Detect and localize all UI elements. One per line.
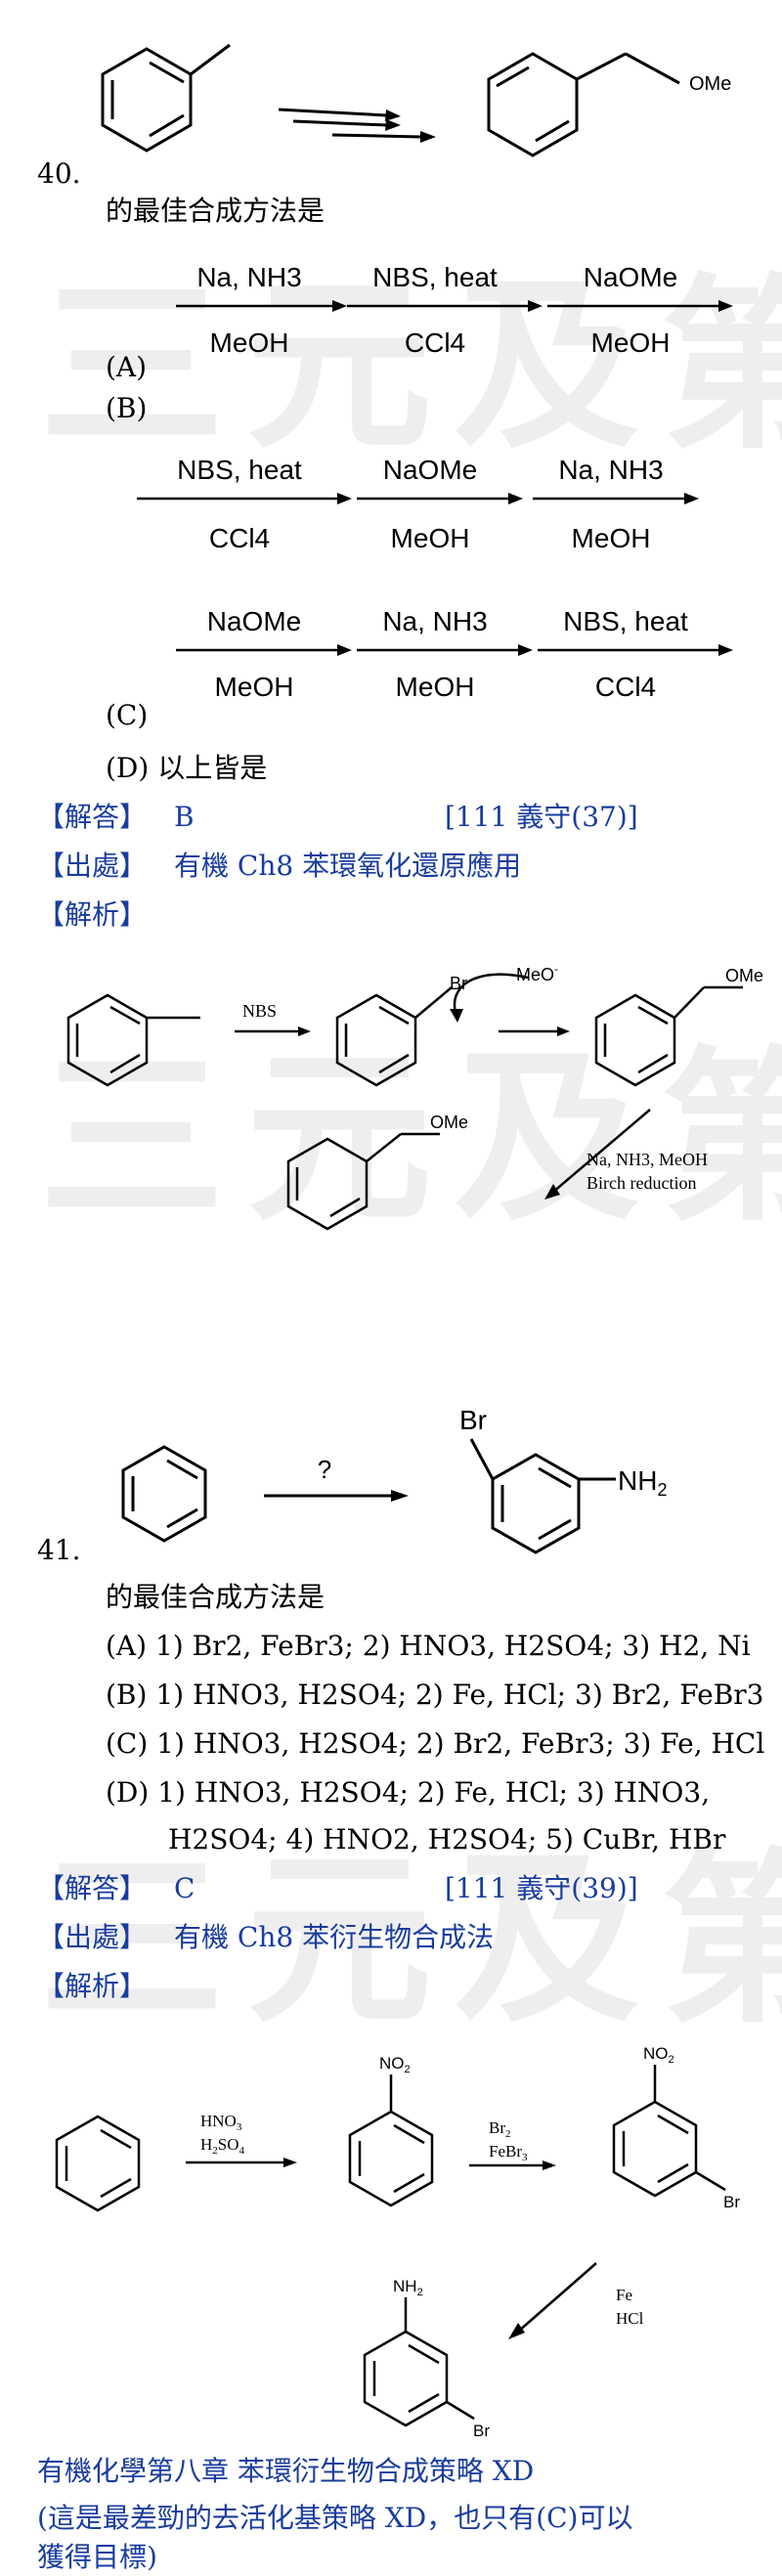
q41-analysis-label: 【解析】 <box>37 1970 148 2002</box>
reagent-c2-above: Na, NH3 <box>382 606 487 636</box>
q40-reaction-header: OMe <box>101 43 731 157</box>
bromoaniline-ring <box>491 1453 581 1554</box>
footer-note-line2: (這是最差勁的去活化基策略 XD，也只有(C)可以 <box>37 2502 633 2534</box>
reagent-a1-below: MeOH <box>210 327 289 358</box>
scheme-febr3: FeBr3 <box>489 2142 528 2163</box>
scheme-br-2: Br <box>473 2422 490 2440</box>
q41-reaction-header: ? Br NH2 <box>121 1405 667 1554</box>
q40-analysis-label: 【解析】 <box>37 898 148 931</box>
q41-stem: 的最佳合成方法是 <box>106 1581 326 1613</box>
reagent-c3-above: NBS, heat <box>563 606 688 636</box>
q40-option-a-label: (A) <box>106 351 148 383</box>
q40-answer-label: 【解答】 <box>37 801 148 833</box>
q41-option-b: (B) 1) HNO3, H2SO4; 2) Fe, HCl; 3) Br2, … <box>106 1679 764 1711</box>
scheme-fe: Fe <box>616 2286 632 2304</box>
scheme-ome-product: OMe <box>430 1113 468 1132</box>
scheme-no2-1: NO2 <box>379 2054 411 2075</box>
toluene-ring <box>101 47 193 153</box>
reagent-a2-below: CCl4 <box>405 327 465 358</box>
q40-option-a-reagents: Na, NH3 MeOH NBS, heat CCl4 NaOMe MeOH <box>176 262 733 358</box>
reagent-b3-below: MeOH <box>572 523 651 553</box>
q41-option-d-cont: H2SO4; 4) HNO2, H2SO4; 5) CuBr, HBr <box>168 1823 726 1856</box>
scheme-ome: OMe <box>725 966 763 985</box>
ome-label: OMe <box>689 73 731 95</box>
q41-option-d: (D) 1) HNO3, H2SO4; 2) Fe, HCl; 3) HNO3, <box>106 1776 711 1809</box>
reagent-a3-above: NaOMe <box>584 262 677 292</box>
q40-option-b-reagents: NBS, heat CCl4 NaOMe MeOH Na, NH3 MeOH <box>137 455 699 553</box>
q40-option-d: (D) 以上皆是 <box>106 752 268 784</box>
scheme-birch-reagents: Na, NH3, MeOH <box>586 1150 708 1169</box>
q40-option-c-label: (C) <box>106 699 149 731</box>
reagent-b2-above: NaOMe <box>383 455 477 485</box>
scheme-br-1: Br <box>723 2193 740 2211</box>
q41-nh2: NH2 <box>618 1465 667 1500</box>
q40-stem: 的最佳合成方法是 <box>106 195 326 227</box>
scheme-hcl: HCl <box>616 2309 644 2328</box>
q41-option-c: (C) 1) HNO3, H2SO4; 2) Br2, FeBr3; 3) Fe… <box>106 1727 765 1760</box>
q40-solution-scheme: NBS Br MeO- OMe OMe Na, NH3, MeOH Birch … <box>66 962 763 1231</box>
q40-option-c-reagents: NaOMe MeOH Na, NH3 MeOH NBS, heat CCl4 <box>176 606 733 702</box>
scheme-br2: Br2 <box>489 2118 511 2140</box>
reagent-c2-below: MeOH <box>396 672 475 702</box>
benzene-ring <box>121 1445 207 1543</box>
q40-option-b-label: (B) <box>106 392 148 424</box>
scheme-br: Br <box>450 974 467 993</box>
scheme-nh2: NH2 <box>393 2277 423 2298</box>
q41-answer-label: 【解答】 <box>37 1872 148 1904</box>
q41-solution-scheme: HNO3 H2SO4 NO2 Br2 FeBr3 NO2 Br Fe HCl N… <box>55 2044 740 2440</box>
reagent-b2-below: MeOH <box>391 523 470 553</box>
scheme-h2so4: H2SO4 <box>200 2135 245 2157</box>
q40-origin-value: 有機 Ch8 苯環氧化還原應用 <box>174 850 522 882</box>
reagent-a3-below: MeOH <box>591 327 671 358</box>
watermark: 三元及第 <box>39 1832 782 2048</box>
scheme-birch-label: Birch reduction <box>586 1173 696 1193</box>
q41-number: 41. <box>37 1534 81 1566</box>
q41-answer-source: [111 義守(39)] <box>445 1872 638 1904</box>
q41-question-mark: ? <box>318 1455 331 1484</box>
reagent-a2-above: NBS, heat <box>372 262 498 292</box>
cyclohexadiene-ring <box>487 52 579 157</box>
scheme-no2-2: NO2 <box>643 2044 674 2066</box>
q41-origin-value: 有機 Ch8 苯衍生物合成法 <box>174 1921 495 1953</box>
q40-number: 40. <box>37 157 81 190</box>
scheme-hno3: HNO3 <box>200 2112 242 2133</box>
reagent-b1-above: NBS, heat <box>177 455 302 485</box>
footer-note-line3: 獲得目標) <box>37 2541 157 2573</box>
reagent-c1-above: NaOMe <box>207 606 301 636</box>
reagent-c3-below: CCl4 <box>595 672 656 702</box>
scheme-nbs: NBS <box>242 1001 277 1021</box>
reagent-b3-above: Na, NH3 <box>558 455 663 485</box>
q41-option-a: (A) 1) Br2, FeBr3; 2) HNO3, H2SO4; 3) H2… <box>106 1630 751 1662</box>
q40-origin-label: 【出處】 <box>37 850 148 882</box>
q40-answer-value: B <box>174 801 195 833</box>
q40-answer-source: [111 義守(37)] <box>445 801 638 833</box>
reagent-b1-below: CCl4 <box>209 523 270 553</box>
reagent-c1-below: MeOH <box>215 672 294 702</box>
reagent-a1-above: Na, NH3 <box>196 262 301 292</box>
q41-origin-label: 【出處】 <box>37 1921 148 1953</box>
footer-note-line1: 有機化學第八章 苯環衍生物合成策略 XD <box>37 2455 535 2487</box>
watermark: 三元及第 <box>39 258 782 474</box>
scheme-meo-minus: MeO- <box>516 962 558 984</box>
q41-br: Br <box>459 1405 487 1435</box>
q41-answer-value: C <box>174 1872 196 1904</box>
